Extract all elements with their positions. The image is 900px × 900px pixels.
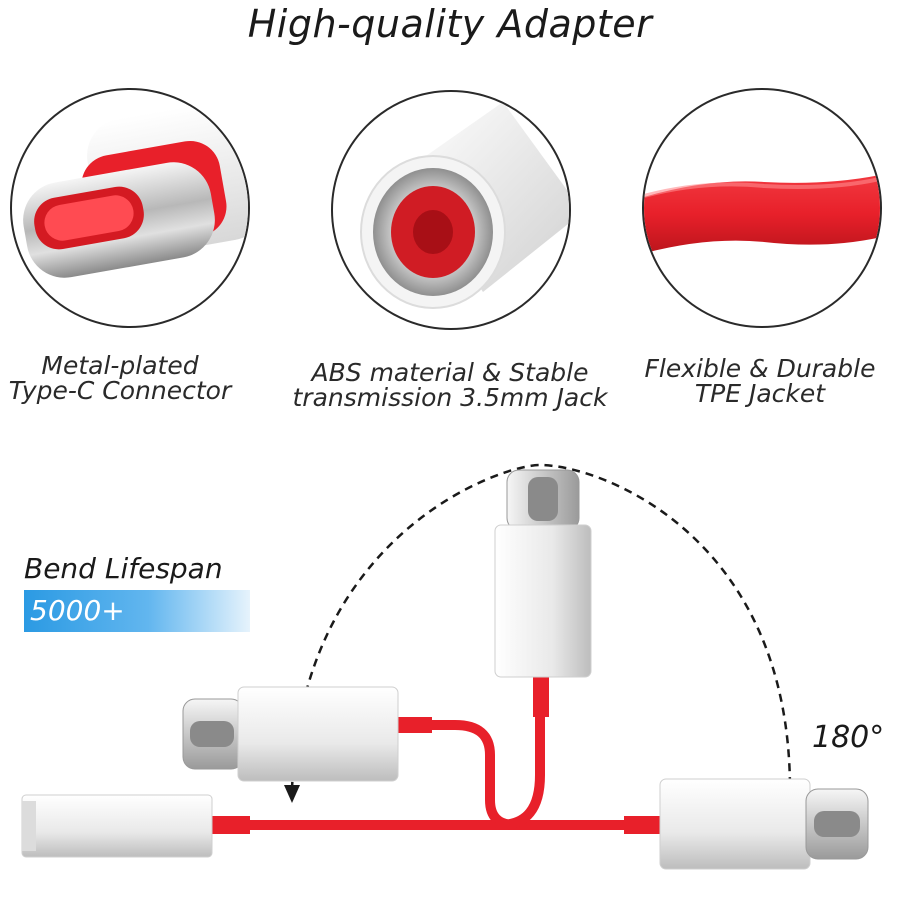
adapter-cable-diagram [21, 463, 869, 870]
audio-jack-housing [21, 794, 213, 858]
tpe-cable-closeup [642, 88, 882, 328]
tpe-cable-icon [644, 174, 880, 254]
strain-relief [212, 816, 250, 834]
red-cable [245, 680, 635, 830]
type-c-connector-closeup [10, 88, 250, 328]
strain-relief [533, 677, 549, 717]
feature-caption-jacket: Flexible & Durable TPE Jacket [630, 356, 890, 406]
feature-caption-connector: Metal-plated Type-C Connector [0, 353, 240, 403]
bend-lifespan-value: 5000+ [24, 590, 250, 632]
type-c-housing-top [494, 524, 592, 678]
bend-arc-arrow [290, 463, 792, 791]
type-c-housing-right [659, 778, 811, 870]
audio-jack-closeup [331, 90, 571, 330]
caption-line: Flexible & Durable [644, 354, 876, 383]
type-c-connector-icon [23, 101, 248, 278]
type-c-housing-left [237, 686, 399, 782]
caption-line: Type-C Connector [8, 376, 232, 405]
arc-arrowhead-left [284, 785, 300, 803]
bend-lifespan-label: Bend Lifespan [24, 552, 223, 585]
audio-jack-icon [360, 102, 569, 309]
type-c-plug-slot [814, 811, 860, 837]
bend-angle-label: 180° [812, 720, 885, 755]
type-c-plug-slot [528, 477, 558, 521]
caption-line: transmission 3.5mm Jack [292, 383, 608, 412]
caption-line: Metal-plated [41, 351, 199, 380]
caption-line: TPE Jacket [694, 379, 826, 408]
feature-caption-jack: ABS material & Stable transmission 3.5mm… [280, 360, 620, 410]
strain-relief [624, 816, 660, 834]
caption-line: ABS material & Stable [311, 358, 589, 387]
page-title: High-quality Adapter [247, 2, 653, 46]
strain-relief [398, 717, 432, 733]
type-c-plug-slot [190, 721, 234, 747]
audio-jack-opening [22, 801, 36, 851]
